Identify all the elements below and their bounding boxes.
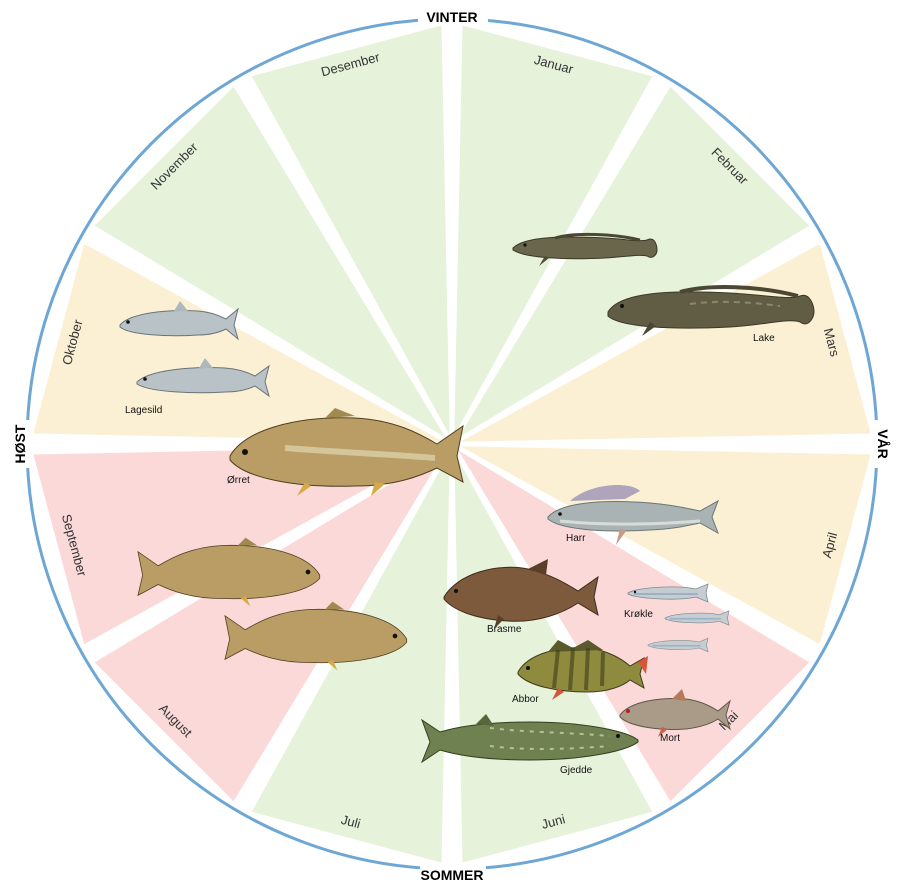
fish-label-mort: Mort <box>660 733 680 744</box>
fish-label-harr: Harr <box>566 533 586 544</box>
season-bottom-label: SOMMER <box>421 867 484 883</box>
season-left-label: HØST <box>12 424 28 463</box>
season-right-label: VÅR <box>875 429 891 459</box>
fish-label-orret: Ørret <box>227 475 250 486</box>
fish-label-brasme: Brasme <box>487 624 522 635</box>
fish-label-lagesild: Lagesild <box>125 405 162 416</box>
fish-label-lake: Lake <box>753 333 775 344</box>
fish-label-abbor: Abbor <box>512 694 539 705</box>
fish-label-gjedde: Gjedde <box>560 765 593 776</box>
season-top-label: VINTER <box>426 9 477 25</box>
fish-label-krokle: Krøkle <box>624 609 653 620</box>
